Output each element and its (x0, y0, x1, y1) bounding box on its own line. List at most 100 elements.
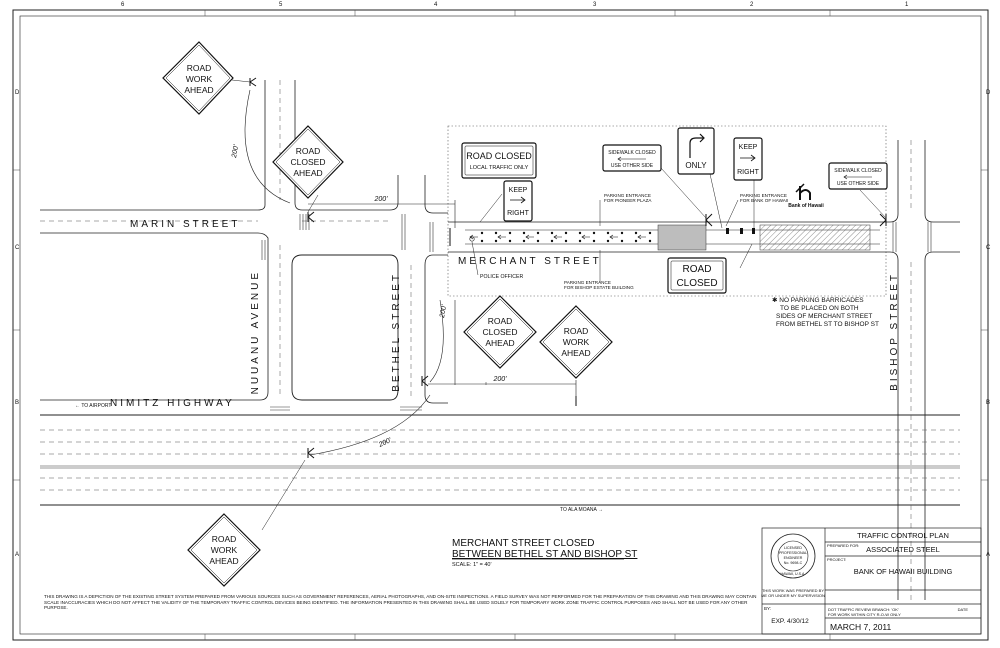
sign-sidewalk-closed-left: SIDEWALK CLOSED USE OTHER SIDE (602, 144, 662, 172)
channelizer-dot (620, 239, 624, 243)
tb-project-label: PROJECT: (827, 557, 846, 562)
svg-text:KEEP: KEEP (509, 187, 528, 194)
svg-text:ROAD: ROAD (564, 326, 589, 336)
grid-ticks (13, 10, 988, 640)
channelizer-dot (480, 231, 484, 235)
grid-row-c-right: C (986, 245, 991, 251)
svg-text:ROAD: ROAD (212, 534, 237, 544)
tb-review-1: DOT TRAFFIC REVIEW BRANCH: 'OK' (828, 607, 899, 612)
note-line-4: FROM BETHEL ST TO BISHOP ST (776, 321, 879, 328)
sign-text: ROAD (187, 63, 212, 73)
svg-text:KEEP: KEEP (739, 144, 758, 151)
sign-road-closed: ROAD CLOSED (667, 257, 727, 294)
dimension-lines (244, 89, 577, 456)
sheet-border (12, 9, 989, 641)
barricade-marker (740, 228, 743, 234)
channelizer-dot (508, 239, 512, 243)
sign-keep-right-left: KEEP RIGHT (503, 180, 533, 222)
sign-right-turn-only: ONLY (677, 127, 715, 175)
parking-pioneer-1: PARKING ENTRANCE (604, 193, 651, 198)
channelizer-dot (592, 239, 596, 243)
leader-lines (231, 79, 887, 531)
channelizer-dot (634, 231, 638, 235)
direction-arrow-icon (609, 234, 618, 240)
bank-logo-icon (799, 186, 811, 200)
svg-text:ROAD CLOSED: ROAD CLOSED (466, 151, 532, 161)
parking-pioneer-2: FOR PIONEER PLAZA (604, 198, 652, 203)
svg-text:LOCAL TRAFFIC ONLY: LOCAL TRAFFIC ONLY (470, 165, 529, 171)
tb-supervision-2: ME OR UNDER MY SUPERVISION (761, 593, 825, 598)
grid-row-a: A (15, 552, 20, 558)
channelizer-dot (648, 231, 652, 235)
bank-of-hawaii-logo: Bank of Hawaii (788, 183, 824, 209)
svg-text:ROAD: ROAD (683, 264, 712, 275)
highway-median (40, 465, 960, 469)
svg-text:USE OTHER SIDE: USE OTHER SIDE (837, 181, 880, 187)
grid-col-4: 4 (434, 2, 438, 8)
work-area-shaded (657, 224, 707, 251)
sign-text: AHEAD (184, 85, 213, 95)
grid-col-2: 2 (750, 2, 754, 8)
channelizer-dot (494, 231, 498, 235)
grid-row-a-right: A (986, 552, 991, 558)
svg-text:SIDEWALK CLOSED: SIDEWALK CLOSED (834, 168, 882, 174)
direction-arrow-icon (637, 234, 646, 240)
channelizer-dot (592, 231, 596, 235)
grid-col-6: 6 (121, 2, 125, 8)
direction-arrow-icon (497, 234, 506, 240)
channelizer-dot (648, 239, 652, 243)
dimension-200-left: 200' (231, 144, 240, 160)
channelizer-dot (578, 239, 582, 243)
police-officer-label: POLICE OFFICER (480, 274, 523, 280)
channelizer-dot (536, 239, 540, 243)
note-line-2: TO BE PLACED ON BOTH (780, 305, 859, 312)
barricades (249, 77, 887, 459)
svg-text:USE OTHER SIDE: USE OTHER SIDE (611, 163, 654, 169)
svg-text:AHEAD: AHEAD (561, 348, 590, 358)
channelizer-dots (469, 228, 755, 243)
direction-arrow-icon (525, 234, 534, 240)
svg-text:SIDEWALK CLOSED: SIDEWALK CLOSED (608, 150, 656, 156)
channelizer-dot (606, 239, 610, 243)
channelizer-dot (578, 231, 582, 235)
dimension-200-vertical: 200' (439, 304, 448, 320)
svg-text:CLOSED: CLOSED (676, 278, 717, 289)
tb-expiration: EXP. 4/30/12 (771, 618, 809, 625)
grid-row-b-right: B (986, 400, 991, 406)
engineer-seal (770, 533, 816, 579)
sheet-inner-border (19, 15, 982, 635)
channelizer-dot (522, 239, 526, 243)
channelizer-dot (634, 239, 638, 243)
parking-boh-2: FOR BANK OF HAWAII (740, 198, 788, 203)
sign-road-work-ahead-mid: ROAD WORK AHEAD (539, 305, 613, 379)
channelizer-dot (494, 239, 498, 243)
sign-road-work-ahead-top: ROAD WORK AHEAD (162, 41, 234, 115)
street-marin: MARIN STREET (130, 219, 241, 230)
parking-bishop-estate-2: FOR BISHOP ESTATE BUILDING (564, 285, 634, 290)
tb-by-label: BY: (764, 606, 771, 611)
svg-text:CLOSED: CLOSED (291, 157, 326, 167)
dimension-200-mid: 200' (492, 376, 507, 383)
grid-col-3: 3 (593, 2, 597, 8)
barricade-marker (726, 228, 729, 234)
direction-ala-moana: TO ALA MOANA → (560, 507, 603, 513)
street-merchant: MERCHANT STREET (458, 256, 602, 267)
crosswalks (261, 214, 932, 411)
barricade-marker (752, 228, 755, 234)
work-area-hatch (759, 224, 871, 251)
note-line-1: ✱ NO PARKING BARRICADES (772, 296, 864, 304)
channelizer-dot (620, 231, 624, 235)
sign-keep-right-right: KEEP RIGHT (733, 137, 763, 181)
svg-text:WORK: WORK (211, 545, 238, 555)
drawing-scale: SCALE: 1" = 40' (452, 562, 492, 568)
sign-road-closed-local-traffic: ROAD CLOSED LOCAL TRAFFIC ONLY (461, 142, 537, 179)
title-block-frame (761, 527, 982, 635)
svg-text:RIGHT: RIGHT (507, 210, 530, 217)
grid-row-d: D (15, 90, 20, 96)
channelizer-dot (536, 231, 540, 235)
grid-row-c: C (15, 245, 20, 251)
sign-sidewalk-closed-right: SIDEWALK CLOSED USE OTHER SIDE (828, 162, 888, 190)
